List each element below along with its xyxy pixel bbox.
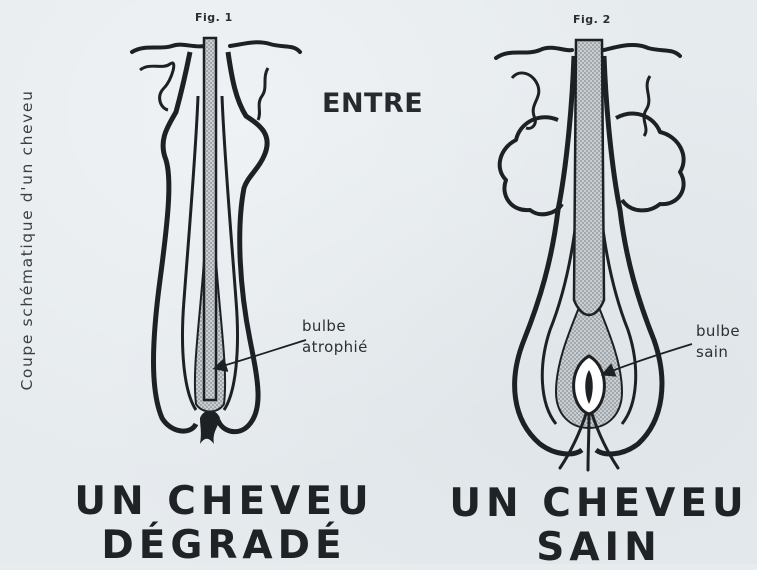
fig-2-headline-line-1: UN CHEVEU (444, 482, 754, 526)
fig-2-annotation: bulbe sain (696, 321, 740, 363)
fig-2-skin-curl-right (644, 76, 650, 136)
fig-2-annotation-line-2: sain (696, 342, 740, 363)
fig-2-gland-right (616, 114, 684, 211)
fig-1-headline-line-1: UN CHEVEU (74, 480, 374, 524)
fig-1-annotation-line-2: atrophié (302, 337, 368, 358)
fig-1-annotation: bulbe atrophié (302, 316, 368, 358)
fig-1-skin-curl-right (258, 68, 268, 120)
fig-1-atrophied-bulb (200, 411, 220, 445)
fig-1-skin-left (132, 45, 205, 52)
fig-2-healthy-hair (496, 40, 692, 470)
fig-1-headline: UN CHEVEU DÉGRADÉ (74, 480, 374, 568)
fig-2-hair-shaft (574, 40, 604, 315)
fig-2-gland-left (500, 117, 562, 214)
fig-1-degraded-hair (132, 38, 306, 444)
fig-1-skin-curl-left (140, 63, 174, 110)
fig-1-headline-line-2: DÉGRADÉ (74, 524, 374, 568)
fig-2-skin-right (604, 45, 680, 56)
fig-1-hair-shaft (204, 38, 216, 400)
fig-1-skin-right (230, 42, 300, 52)
fig-2-headline: UN CHEVEU SAIN (444, 482, 754, 570)
fig-2-skin-left (496, 48, 572, 58)
fig-1-callout-line (216, 340, 306, 368)
fig-2-headline-line-2: SAIN (444, 526, 754, 570)
fig-2-annotation-line-1: bulbe (696, 321, 740, 342)
fig-1-annotation-line-1: bulbe (302, 316, 368, 337)
